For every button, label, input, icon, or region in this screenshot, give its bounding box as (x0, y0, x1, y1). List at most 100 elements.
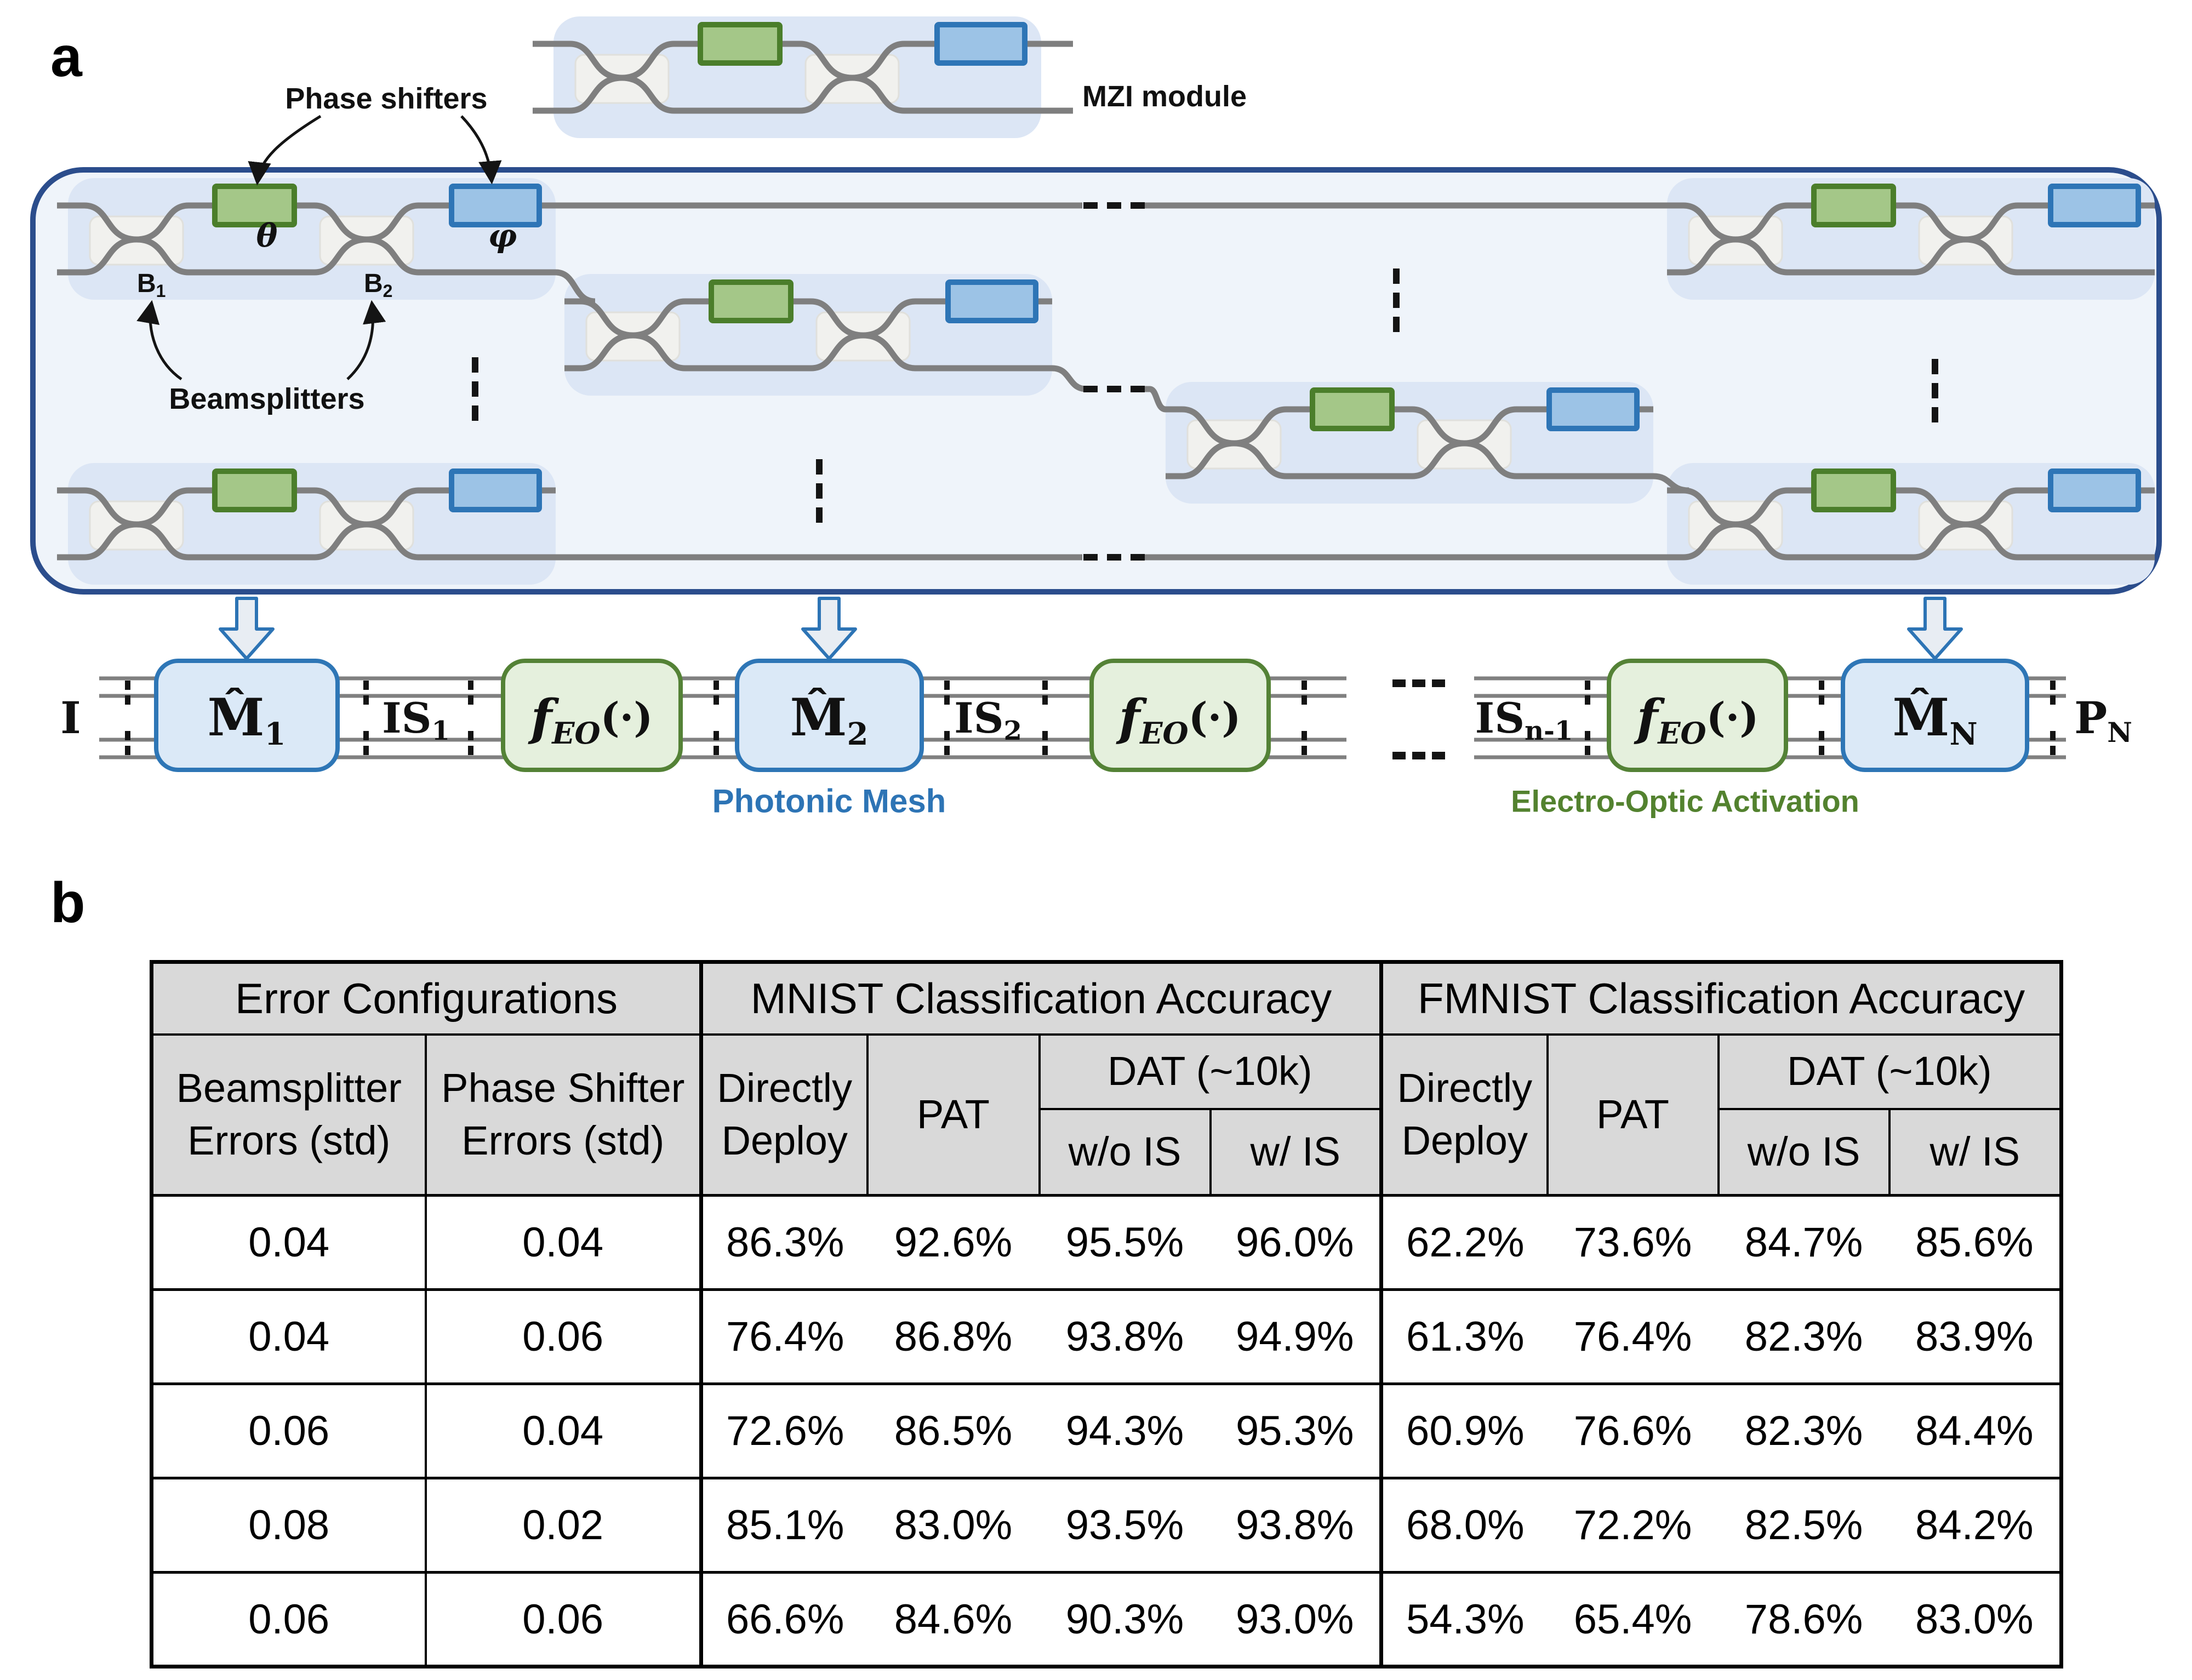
vertical-ellipsis-icon (944, 681, 950, 755)
vertical-ellipsis-icon (713, 681, 719, 755)
photonic-mesh-box-m2 (735, 659, 924, 772)
phase-shifter-arrow-icon (460, 115, 502, 185)
col-header-w-is-fmnist: w/ IS (1888, 1107, 2063, 1197)
phi-label: φ (488, 217, 517, 254)
table-cell: 68.0% (1379, 1477, 1548, 1573)
table-cell: 0.06 (151, 1382, 427, 1478)
vertical-ellipsis-icon (1932, 359, 1938, 422)
table-cell: 0.04 (425, 1382, 701, 1478)
table-cell: 86.5% (867, 1382, 1040, 1478)
table-cell: 82.5% (1718, 1477, 1890, 1573)
table-cell: 83.0% (867, 1477, 1040, 1573)
m1-label: M̂1 (207, 688, 286, 752)
col-header-directly-deploy-mnist: Directly Deploy (699, 1033, 869, 1197)
b2-label: B2 (364, 269, 392, 301)
table-cell: 93.8% (1210, 1477, 1382, 1573)
input-label: I (60, 692, 81, 744)
photonic-mesh-caption: Photonic Mesh (712, 783, 946, 820)
feo1-label: fEO(·) (528, 689, 653, 751)
table-cell: 93.8% (1039, 1288, 1211, 1384)
mesh-to-flow-arrows (219, 597, 1963, 660)
table-cell: 95.3% (1210, 1382, 1382, 1478)
table-cell: 0.06 (151, 1571, 427, 1667)
table-cell: 83.9% (1889, 1288, 2062, 1384)
is2-label: IS2 (954, 694, 1022, 747)
table-cell: 83.0% (1889, 1571, 2062, 1667)
table-cell: 95.5% (1039, 1194, 1211, 1290)
vertical-ellipsis-icon (816, 459, 823, 523)
table-cell: 65.4% (1547, 1571, 1719, 1667)
table-cell: 72.2% (1547, 1477, 1719, 1573)
table-cell: 0.06 (425, 1288, 701, 1384)
sub-header-row-2: w/o IS w/ IS w/o IS w/ IS (152, 1107, 2063, 1197)
horizontal-ellipsis-icon (1083, 202, 1145, 209)
table-cell: 73.6% (1547, 1194, 1719, 1290)
table-cell: 94.9% (1210, 1288, 1382, 1384)
table-row: 0.06 0.04 72.6% 86.5% 94.3% 95.3% 60.9% … (151, 1382, 2062, 1478)
table-cell: 82.3% (1718, 1382, 1890, 1478)
table-cell: 0.08 (151, 1477, 427, 1573)
horizontal-ellipsis-icon (1392, 679, 1445, 687)
table-cell: 82.3% (1718, 1288, 1890, 1384)
table-row: 0.08 0.02 85.1% 83.0% 93.5% 93.8% 68.0% … (151, 1477, 2062, 1573)
table-cell: 84.6% (867, 1571, 1040, 1667)
table-cell: 76.4% (1547, 1288, 1719, 1384)
vertical-ellipsis-icon (363, 681, 369, 755)
table-cell: 0.06 (425, 1571, 701, 1667)
mzi-module-label: MZI module (1082, 80, 1247, 113)
col-header-dat-fmnist: DAT (~10k) (1717, 1033, 2063, 1110)
table-cell: 76.4% (699, 1288, 867, 1384)
photonic-mesh-box-m1 (154, 659, 340, 772)
vertical-ellipsis-icon (2050, 681, 2056, 755)
results-table: Error Configurations MNIST Classificatio… (150, 960, 2064, 1668)
table-row: 0.04 0.06 76.4% 86.8% 93.8% 94.9% 61.3% … (151, 1288, 2062, 1384)
eo-activation-box-1 (501, 659, 683, 772)
horizontal-ellipsis-icon (1083, 386, 1145, 392)
vertical-ellipsis-icon (468, 681, 473, 755)
col-header-w-is-mnist: w/ IS (1209, 1107, 1383, 1197)
feo2-label: fEO(·) (1116, 689, 1241, 751)
down-arrow-icon (801, 597, 857, 660)
table-cell: 85.1% (699, 1477, 867, 1573)
mesh-waveguides (57, 202, 1689, 561)
table-cell: 62.2% (1379, 1194, 1548, 1290)
down-arrow-icon (219, 597, 275, 660)
table-cell: 90.3% (1039, 1571, 1211, 1667)
beamsplitter-arrow-icon (136, 300, 182, 381)
group-header-row: Error Configurations MNIST Classificatio… (150, 961, 2063, 1036)
group-header-fmnist: FMNIST Classification Accuracy (1379, 961, 2063, 1036)
table-cell: 72.6% (699, 1382, 867, 1478)
eo-activation-caption: Electro-Optic Activation (1511, 784, 1859, 819)
feo3-label: fEO(·) (1634, 689, 1759, 751)
table-cell: 93.0% (1210, 1571, 1382, 1667)
table-cell: 76.6% (1547, 1382, 1719, 1478)
table-cell: 86.3% (699, 1194, 867, 1290)
vertical-ellipsis-icon (1302, 681, 1307, 755)
mzi-module-standalone-graphic (533, 16, 1073, 138)
col-header-dat-mnist: DAT (~10k) (1038, 1033, 1383, 1110)
table-cell: 61.3% (1379, 1288, 1548, 1384)
panel-a-label: a (50, 25, 82, 89)
col-header-pat-fmnist: PAT (1546, 1033, 1720, 1197)
table-cell: 93.5% (1039, 1477, 1211, 1573)
table-cell: 0.04 (425, 1194, 701, 1290)
table-row: 0.06 0.06 66.6% 84.6% 90.3% 93.0% 54.3% … (151, 1571, 2062, 1667)
col-header-beamsplitter-errors: Beamsplitter Errors (std) (150, 1033, 427, 1197)
beamsplitter-arrow-icon (346, 300, 386, 380)
table-cell: 86.8% (867, 1288, 1040, 1384)
eo-activation-box-3 (1607, 659, 1788, 772)
vertical-ellipsis-icon (472, 357, 478, 421)
beamsplitters-label: Beamsplitters (169, 382, 364, 415)
sub-header-row-1: Beamsplitter Errors (std) Phase Shifter … (150, 1033, 2063, 1197)
table-row: 0.04 0.04 86.3% 92.6% 95.5% 96.0% 62.2% … (151, 1194, 2062, 1290)
group-header-mnist: MNIST Classification Accuracy (699, 961, 1383, 1036)
vertical-ellipsis-icon (1042, 681, 1048, 755)
vertical-ellipsis-icon (125, 681, 130, 755)
mn-label: M̂N (1892, 688, 1977, 752)
table-cell: 0.04 (151, 1194, 427, 1290)
table-cell: 84.4% (1889, 1382, 2062, 1478)
col-header-directly-deploy-fmnist: Directly Deploy (1379, 1033, 1549, 1197)
col-header-wo-is-fmnist: w/o IS (1717, 1107, 1891, 1197)
b1-label: B1 (137, 269, 165, 301)
